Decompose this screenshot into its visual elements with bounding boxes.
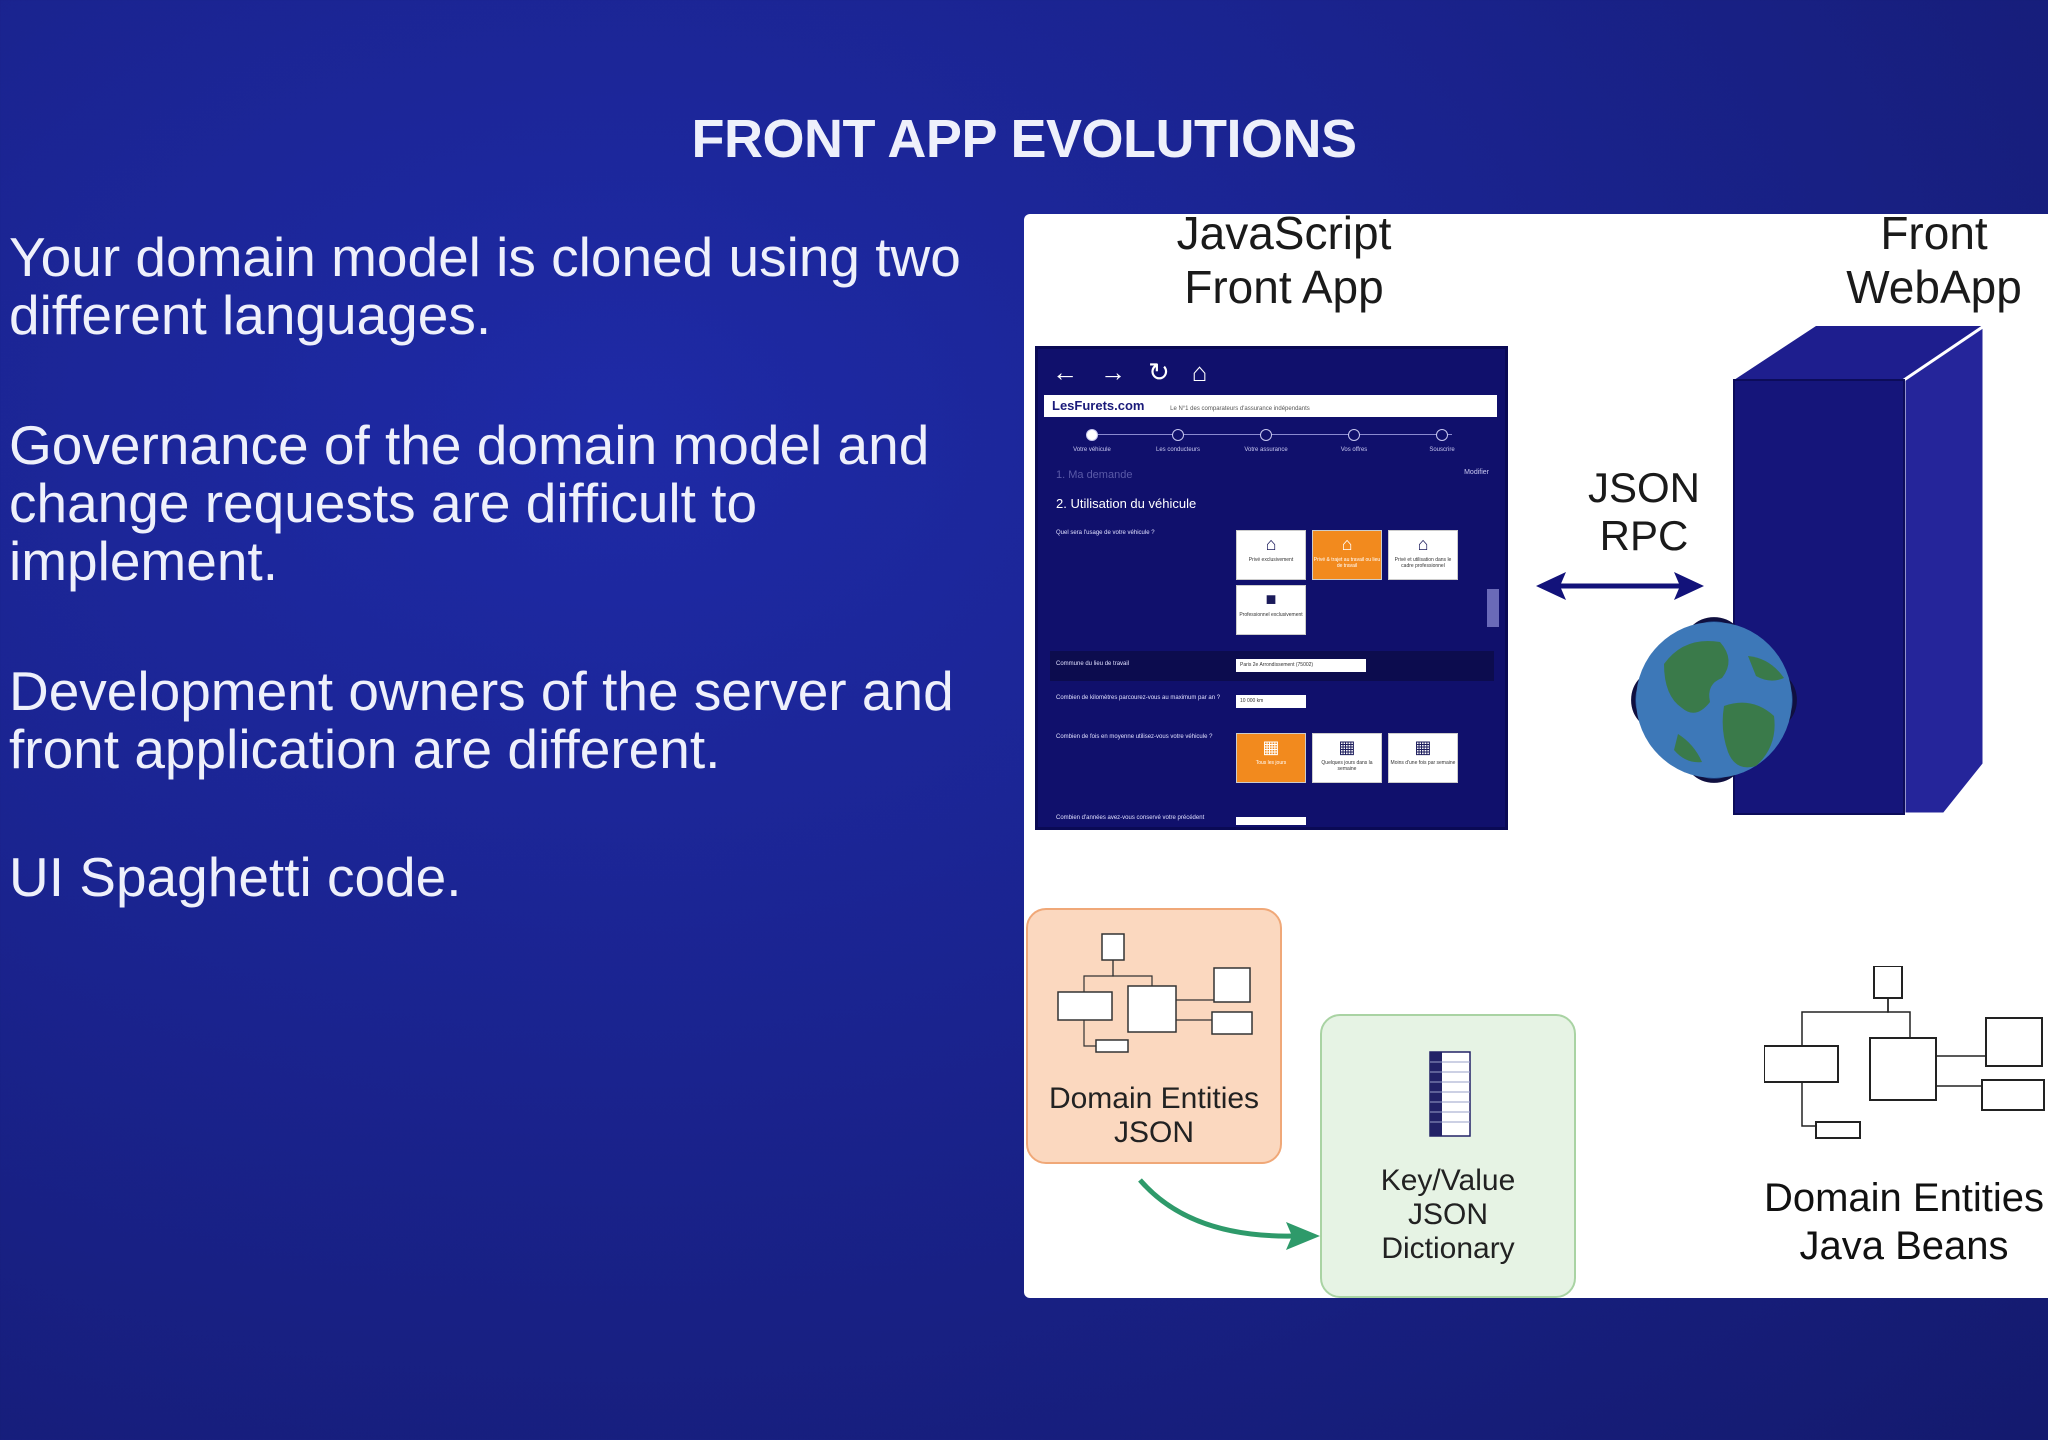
bullet-item: Governance of the domain model and chang…	[9, 414, 930, 592]
option-label: Professionnel exclusivement	[1239, 612, 1303, 618]
question-usage: Quel sera l'usage de votre véhicule ?	[1056, 530, 1155, 536]
modify-link[interactable]: Modifier	[1464, 469, 1489, 476]
frequency-option-card[interactable]: ▦ Moins d'une fois par semaine	[1388, 733, 1458, 783]
bullet-item: Your domain model is cloned using two di…	[9, 226, 961, 346]
frequency-option-card[interactable]: ▦ Tous les jours	[1236, 733, 1306, 783]
option-label: Privé et utilisation dans le cadre profe…	[1394, 557, 1452, 569]
question-frequency: Combien de fois en moyenne utilisez-vous…	[1056, 734, 1213, 740]
uml-diagram-icon	[1057, 933, 1253, 1053]
caption-line: Dictionary	[1381, 1232, 1515, 1265]
site-header: LesFurets.com Le N°1 des comparateurs d'…	[1044, 395, 1497, 417]
side-tab[interactable]	[1487, 589, 1499, 627]
usage-option-card[interactable]: ⌂ Privé et utilisation dans le cadre prof…	[1388, 530, 1458, 580]
calendar-icon: ▦	[1414, 737, 1432, 757]
caption-line: JavaScript	[1176, 214, 1392, 259]
site-logo: LesFurets.com	[1052, 398, 1145, 413]
back-arrow-icon: ←	[1052, 357, 1078, 387]
caption-line: Key/Value	[1380, 1164, 1516, 1197]
question-commune: Commune du lieu de travail	[1056, 661, 1130, 667]
caption-line: JSON	[1407, 1198, 1488, 1231]
caption-line: JSON	[1587, 464, 1700, 511]
steps-line	[1092, 434, 1452, 435]
bullet-item: UI Spaghetti code.	[9, 846, 462, 908]
usage-option-card[interactable]: ⌂ Privé & trajet au travail ou lieu de tr…	[1312, 530, 1382, 580]
json-rpc-label: JSON RPC	[1524, 464, 1764, 560]
browser-nav: ← → ↻ ⌂	[1052, 357, 1208, 387]
step-dot	[1436, 429, 1448, 441]
option-label: Moins d'une fois par semaine	[1390, 760, 1456, 766]
step-dot	[1172, 429, 1184, 441]
front-app-screenshot: ← → ↻ ⌂ LesFurets.com Le N°1 des compara…	[1035, 346, 1508, 830]
section-heading-faded: 1. Ma demande	[1056, 469, 1133, 481]
home-icon: ⌂	[1191, 357, 1208, 387]
domain-entities-json-box: Domain Entities JSON	[1026, 908, 1282, 1164]
caption-line: Front	[1880, 214, 1988, 259]
bullet-list: Your domain model is cloned using two di…	[9, 228, 999, 978]
years-select[interactable]	[1236, 817, 1306, 825]
step-label: Vos offres	[1340, 447, 1368, 453]
calendar-icon: ▦	[1338, 737, 1356, 757]
step-label: Souscrire	[1429, 447, 1455, 453]
site-tagline: Le N°1 des comparateurs d'assurance indé…	[1170, 406, 1310, 412]
option-label: Tous les jours	[1255, 760, 1287, 766]
front-webapp-caption: Front WebApp	[1814, 214, 2048, 314]
step-dot	[1086, 429, 1098, 441]
key-value-dictionary-box: Key/Value JSON Dictionary	[1320, 1014, 1576, 1298]
usage-option-card[interactable]: ■ Professionnel exclusivement	[1236, 585, 1306, 635]
js-front-app-caption: JavaScript Front App	[1134, 214, 1434, 314]
transform-arrow	[1138, 1178, 1320, 1250]
entities-json-label: Domain Entities JSON	[1028, 1082, 1280, 1150]
usage-option-card[interactable]: ⌂ Privé exclusivement	[1236, 530, 1306, 580]
java-beans-label: Domain Entities Java Beans	[1744, 1174, 2048, 1270]
server-tower-icon	[1631, 323, 1986, 816]
reload-icon: ↻	[1148, 357, 1170, 387]
step: Vos offres	[1314, 427, 1394, 453]
caption-line: Domain Entities	[1048, 1082, 1260, 1115]
step: Votre véhicule	[1052, 427, 1132, 453]
step: Votre assurance	[1226, 427, 1306, 453]
section-heading: 2. Utilisation du véhicule	[1056, 496, 1197, 511]
bullet-item: Development owners of the server and fro…	[9, 660, 954, 780]
question-years: Combien d'années avez-vous conservé votr…	[1056, 815, 1205, 821]
caption-line: Java Beans	[1799, 1224, 2009, 1268]
frequency-option-card[interactable]: ▦ Quelques jours dans la semaine	[1312, 733, 1382, 783]
caption-line: JSON	[1113, 1116, 1194, 1149]
house-desk-icon: ⌂	[1341, 534, 1353, 554]
step: Les conducteurs	[1138, 427, 1218, 453]
question-km: Combien de kilomètres parcourez-vous au …	[1056, 695, 1221, 701]
option-label: Privé exclusivement	[1248, 557, 1294, 563]
uml-diagram-icon	[1764, 966, 2045, 1139]
calendar-icon: ▦	[1262, 737, 1280, 757]
key-value-label: Key/Value JSON Dictionary	[1322, 1164, 1574, 1266]
caption-line: Front App	[1184, 261, 1384, 313]
step-dot	[1260, 429, 1272, 441]
caption-line: Domain Entities	[1763, 1176, 2045, 1220]
step: Souscrire	[1402, 427, 1482, 453]
step-label: Votre véhicule	[1073, 447, 1111, 453]
caption-line: RPC	[1599, 512, 1689, 559]
bidirectional-arrow	[1536, 572, 1704, 600]
commune-field[interactable]: Paris 2e Arrondissement (75002)	[1236, 659, 1366, 672]
option-label: Quelques jours dans la semaine	[1321, 760, 1373, 772]
globe-icon	[1631, 617, 1797, 783]
step-label: Votre assurance	[1244, 447, 1288, 453]
house-icon: ⌂	[1265, 534, 1277, 554]
caption-line: WebApp	[1846, 261, 2022, 313]
briefcase-icon: ■	[1265, 589, 1277, 609]
forward-arrow-icon: →	[1100, 357, 1126, 387]
step-dot	[1348, 429, 1360, 441]
step-label: Les conducteurs	[1155, 447, 1201, 453]
km-select[interactable]: 10 000 km	[1236, 695, 1306, 708]
architecture-diagram: JavaScript Front App Front WebApp ← → ↻ …	[1024, 214, 2048, 1298]
dictionary-icon	[1429, 1051, 1471, 1137]
house-briefcase-icon: ⌂	[1417, 534, 1429, 554]
option-label: Privé & trajet au travail ou lieu de tra…	[1313, 557, 1381, 569]
slide-title: FRONT APP EVOLUTIONS	[691, 109, 1357, 169]
